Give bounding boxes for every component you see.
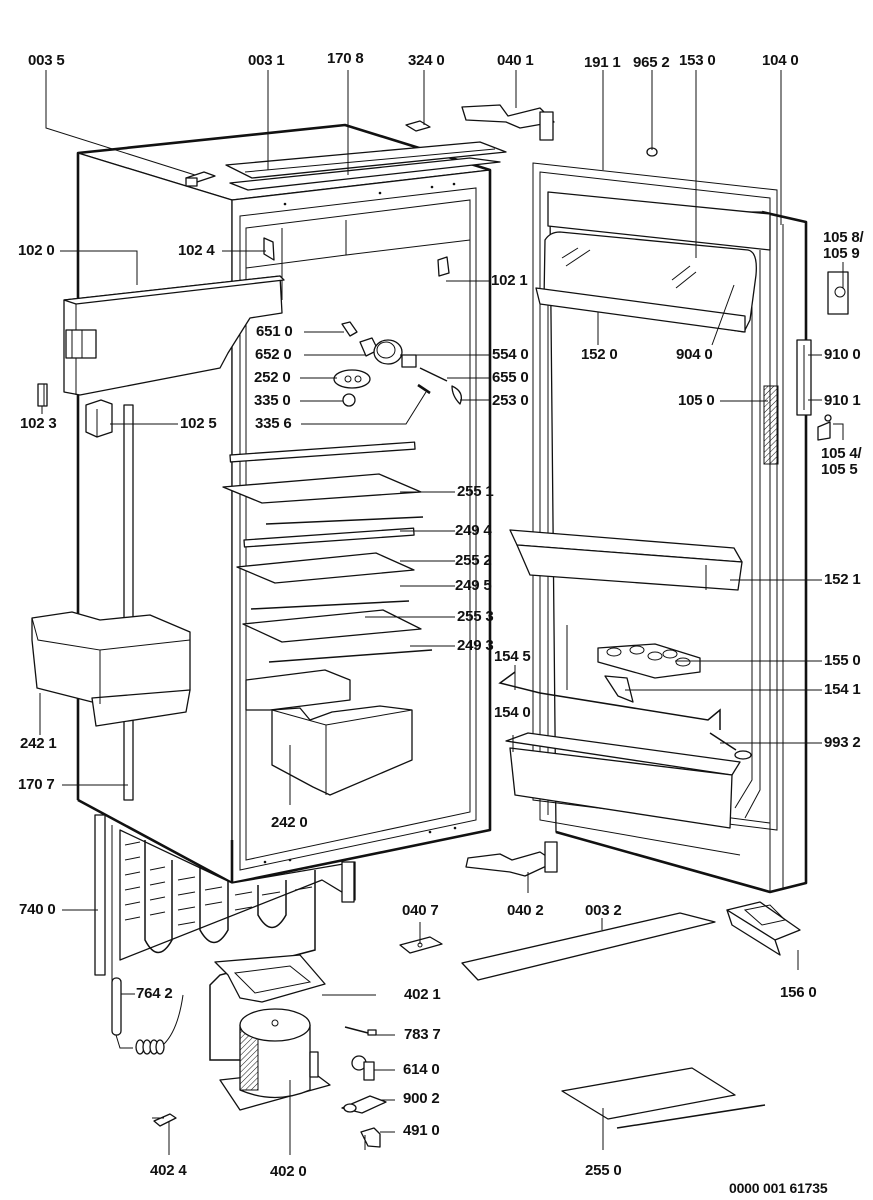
- part-label-764-2: 764 2: [136, 985, 173, 1002]
- part-label-040-7: 040 7: [402, 902, 439, 919]
- part-label-255-2: 255 2: [455, 552, 492, 569]
- part-label-040-1: 040 1: [497, 52, 534, 69]
- part-label-154-1: 154 1: [824, 681, 861, 698]
- freezer-small-parts: [37, 237, 450, 801]
- part-label-655-0: 655 0: [492, 369, 529, 386]
- spare-glass-shelf: [561, 1067, 766, 1129]
- freezer-door: [63, 275, 285, 396]
- part-label-252-0: 252 0: [254, 369, 291, 386]
- part-label-335-0: 335 0: [254, 392, 291, 409]
- part-label-104-0: 104 0: [762, 52, 799, 69]
- part-label-105-4-105-5: 105 4/ 105 5: [821, 445, 862, 478]
- bottle-clip: [604, 675, 634, 703]
- part-label-105-0: 105 0: [678, 392, 715, 409]
- glass-shelves: [222, 441, 433, 663]
- part-label-783-7: 783 7: [404, 1026, 441, 1043]
- part-label-156-0: 156 0: [780, 984, 817, 1001]
- part-label-402-4: 402 4: [150, 1162, 187, 1179]
- part-label-242-0: 242 0: [271, 814, 308, 831]
- part-label-402-0: 402 0: [270, 1163, 307, 1180]
- part-label-249-4: 249 4: [455, 522, 492, 539]
- part-label-402-1: 402 1: [404, 986, 441, 1003]
- part-label-102-1: 102 1: [491, 272, 528, 289]
- part-label-993-2: 993 2: [824, 734, 861, 751]
- egg-tray: [597, 643, 701, 679]
- part-label-614-0: 614 0: [403, 1061, 440, 1078]
- document-number: 0000 001 61735: [729, 1180, 828, 1196]
- part-label-255-3: 255 3: [457, 608, 494, 625]
- filter-dryer: [111, 977, 184, 1055]
- part-label-242-1: 242 1: [20, 735, 57, 752]
- thermostat-light-assembly: [333, 321, 463, 407]
- part-label-153-0: 153 0: [679, 52, 716, 69]
- door-shelf-lower: [505, 732, 741, 829]
- part-label-154-0: 154 0: [494, 704, 531, 721]
- upper-hinge: [461, 104, 555, 141]
- leader-lines: [39, 70, 844, 1155]
- part-label-105-8-105-9: 105 8/ 105 9: [823, 229, 864, 262]
- part-label-191-1: 191 1: [584, 54, 621, 71]
- part-label-255-1: 255 1: [457, 483, 494, 500]
- part-label-904-0: 904 0: [676, 346, 713, 363]
- part-label-740-0: 740 0: [19, 901, 56, 918]
- crisper-drawer: [245, 669, 413, 796]
- electrical-small-parts: [152, 936, 443, 1150]
- part-label-040-2: 040 2: [507, 902, 544, 919]
- door-shelf-upper: [509, 529, 743, 591]
- part-label-152-0: 152 0: [581, 346, 618, 363]
- part-label-154-5: 154 5: [494, 648, 531, 665]
- part-label-491-0: 491 0: [403, 1122, 440, 1139]
- part-label-249-5: 249 5: [455, 577, 492, 594]
- bottle-rail: [498, 671, 721, 730]
- condenser: [94, 814, 356, 1061]
- ice-cube-tray: [726, 901, 801, 956]
- compressor: [214, 954, 331, 1111]
- part-label-335-6: 335 6: [255, 415, 292, 432]
- part-label-324-0: 324 0: [408, 52, 445, 69]
- part-label-155-0: 155 0: [824, 652, 861, 669]
- part-label-910-1: 910 1: [824, 392, 861, 409]
- part-label-102-0: 102 0: [18, 242, 55, 259]
- part-label-651-0: 651 0: [256, 323, 293, 340]
- part-label-910-0: 910 0: [824, 346, 861, 363]
- part-label-255-0: 255 0: [585, 1162, 622, 1179]
- part-label-003-5: 003 5: [28, 52, 65, 69]
- part-label-170-7: 170 7: [18, 776, 55, 793]
- part-label-652-0: 652 0: [255, 346, 292, 363]
- part-label-554-0: 554 0: [492, 346, 529, 363]
- part-label-003-1: 003 1: [248, 52, 285, 69]
- part-label-253-0: 253 0: [492, 392, 529, 409]
- part-label-249-3: 249 3: [457, 637, 494, 654]
- freezer-drawer: [31, 611, 191, 727]
- part-label-102-5: 102 5: [180, 415, 217, 432]
- part-label-900-2: 900 2: [403, 1090, 440, 1107]
- part-label-102-3: 102 3: [20, 415, 57, 432]
- part-label-965-2: 965 2: [633, 54, 670, 71]
- part-label-170-8: 170 8: [327, 50, 364, 67]
- lower-hinge: [465, 841, 558, 877]
- door-small-part: [709, 732, 752, 760]
- part-label-102-4: 102 4: [178, 242, 215, 259]
- plinth-strip: [461, 912, 716, 981]
- part-label-152-1: 152 1: [824, 571, 861, 588]
- part-label-003-2: 003 2: [585, 902, 622, 919]
